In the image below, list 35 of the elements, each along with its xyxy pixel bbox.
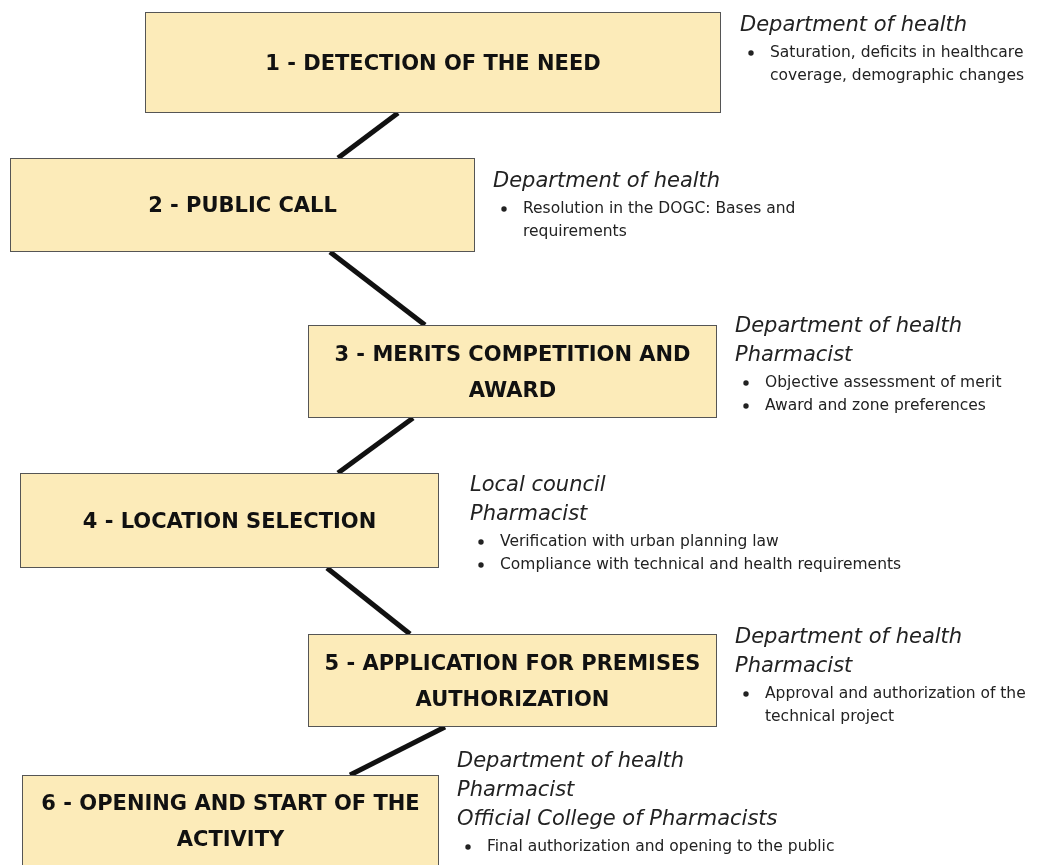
process-box — [145, 12, 721, 113]
connector-line — [336, 416, 415, 475]
responsible-party: Pharmacist — [735, 652, 853, 679]
bullet-item: Saturation, deficits in healthcare coverage, demographic changes — [770, 43, 1025, 84]
bullet-item: Final authorization and opening to the public — [487, 837, 835, 855]
connector-line — [328, 250, 427, 327]
responsible-party: Pharmacist — [735, 341, 853, 368]
responsible-party: Department of health — [457, 747, 685, 774]
bullet-item: Verification with urban planning law — [500, 532, 779, 550]
responsible-party: Official College of Pharmacists — [457, 805, 778, 832]
process-box — [308, 325, 717, 418]
responsible-party: Department of health — [735, 312, 963, 339]
bullet-item: Resolution in the DOGC: Bases and requirements — [523, 199, 796, 240]
responsible-party: Pharmacist — [457, 776, 575, 803]
connector-line — [336, 111, 400, 160]
process-box — [308, 634, 717, 727]
step-title: 5 - APPLICATION FOR PREMISES AUTHORIZATION — [323, 649, 702, 713]
bullet-item: Award and zone preferences — [765, 396, 986, 414]
responsible-party: Department of health — [735, 623, 963, 650]
bullet-item: Compliance with technical and health requirements — [500, 555, 902, 573]
bullet-item: Approval and authorization of the technical project — [765, 684, 1026, 725]
step-title: 2 - PUBLIC CALL — [147, 192, 338, 219]
connector-line — [325, 566, 412, 636]
step-title: 3 - MERITS COMPETITION AND AWARD — [333, 340, 692, 404]
step-title: 1 - DETECTION OF THE NEED — [264, 49, 602, 77]
responsible-party: Department of health — [740, 11, 968, 38]
step-title: 4 - LOCATION SELECTION — [81, 507, 378, 535]
responsible-party: Local council — [470, 471, 606, 498]
process-box — [10, 158, 475, 252]
process-box — [22, 775, 439, 865]
bullet-item: Objective assessment of merit — [765, 373, 1002, 391]
responsible-party: Department of health — [493, 167, 721, 194]
step-title: 6 - OPENING AND START OF THE ACTIVITY — [40, 790, 421, 853]
responsible-party: Pharmacist — [470, 500, 588, 527]
process-box — [20, 473, 439, 568]
